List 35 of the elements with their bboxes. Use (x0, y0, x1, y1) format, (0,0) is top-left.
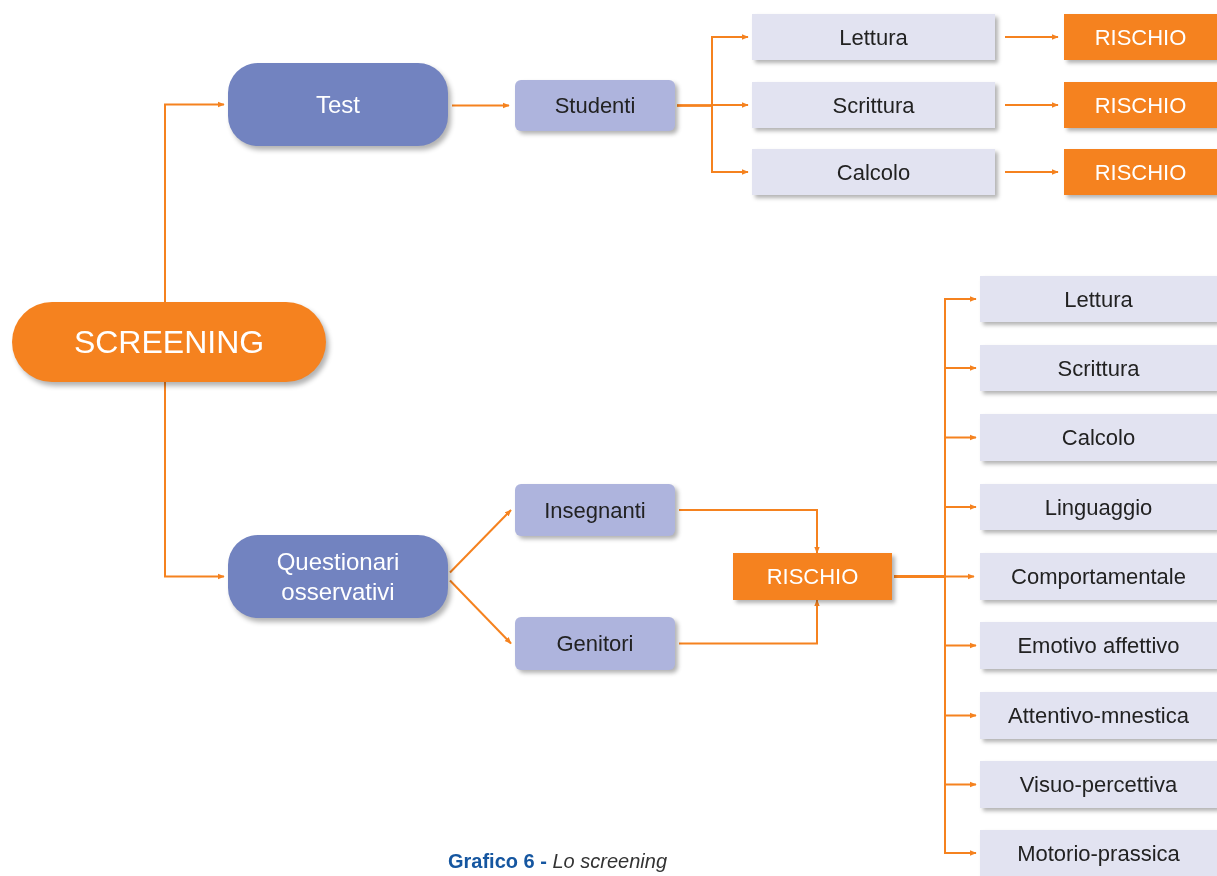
area-box: Comportamentale (980, 553, 1217, 600)
arrow (451, 102, 510, 109)
category-pill: Test (228, 63, 448, 146)
source-box: Studenti (515, 80, 675, 131)
source-box: Insegnanti (515, 484, 675, 536)
area-box: Scrittura (980, 345, 1217, 391)
arrow (893, 575, 977, 856)
area-box: Scrittura (752, 82, 995, 128)
area-box: Lettura (980, 276, 1217, 322)
risk-box: RISCHIO (1064, 14, 1217, 60)
arrow (449, 579, 512, 645)
arrow (164, 101, 225, 303)
arrow (678, 599, 820, 645)
source-box: Genitori (515, 617, 675, 670)
arrow (164, 381, 225, 580)
area-box: Calcolo (752, 149, 995, 195)
arrow (678, 509, 820, 554)
area-box: Linguaggio (980, 484, 1217, 530)
arrow (1004, 169, 1059, 175)
arrow (676, 104, 749, 175)
caption: Grafico 6 - Lo screening (448, 849, 667, 874)
risk-box: RISCHIO (1064, 149, 1217, 195)
main-pill: SCREENING (12, 302, 326, 382)
area-box: Emotivo affettivo (980, 622, 1217, 669)
area-box: Attentivo-mnestica (980, 692, 1217, 739)
area-box: Visuo-percettiva (980, 761, 1217, 808)
category-pill: Questionari osservativi (228, 535, 448, 618)
arrow (1004, 102, 1059, 108)
area-box: Calcolo (980, 414, 1217, 461)
arrow (449, 509, 512, 574)
risk-box: RISCHIO (733, 553, 892, 600)
arrow (1004, 34, 1059, 40)
risk-box: RISCHIO (1064, 82, 1217, 128)
area-box: Lettura (752, 14, 995, 60)
area-box: Motorio-prassica (980, 830, 1217, 876)
